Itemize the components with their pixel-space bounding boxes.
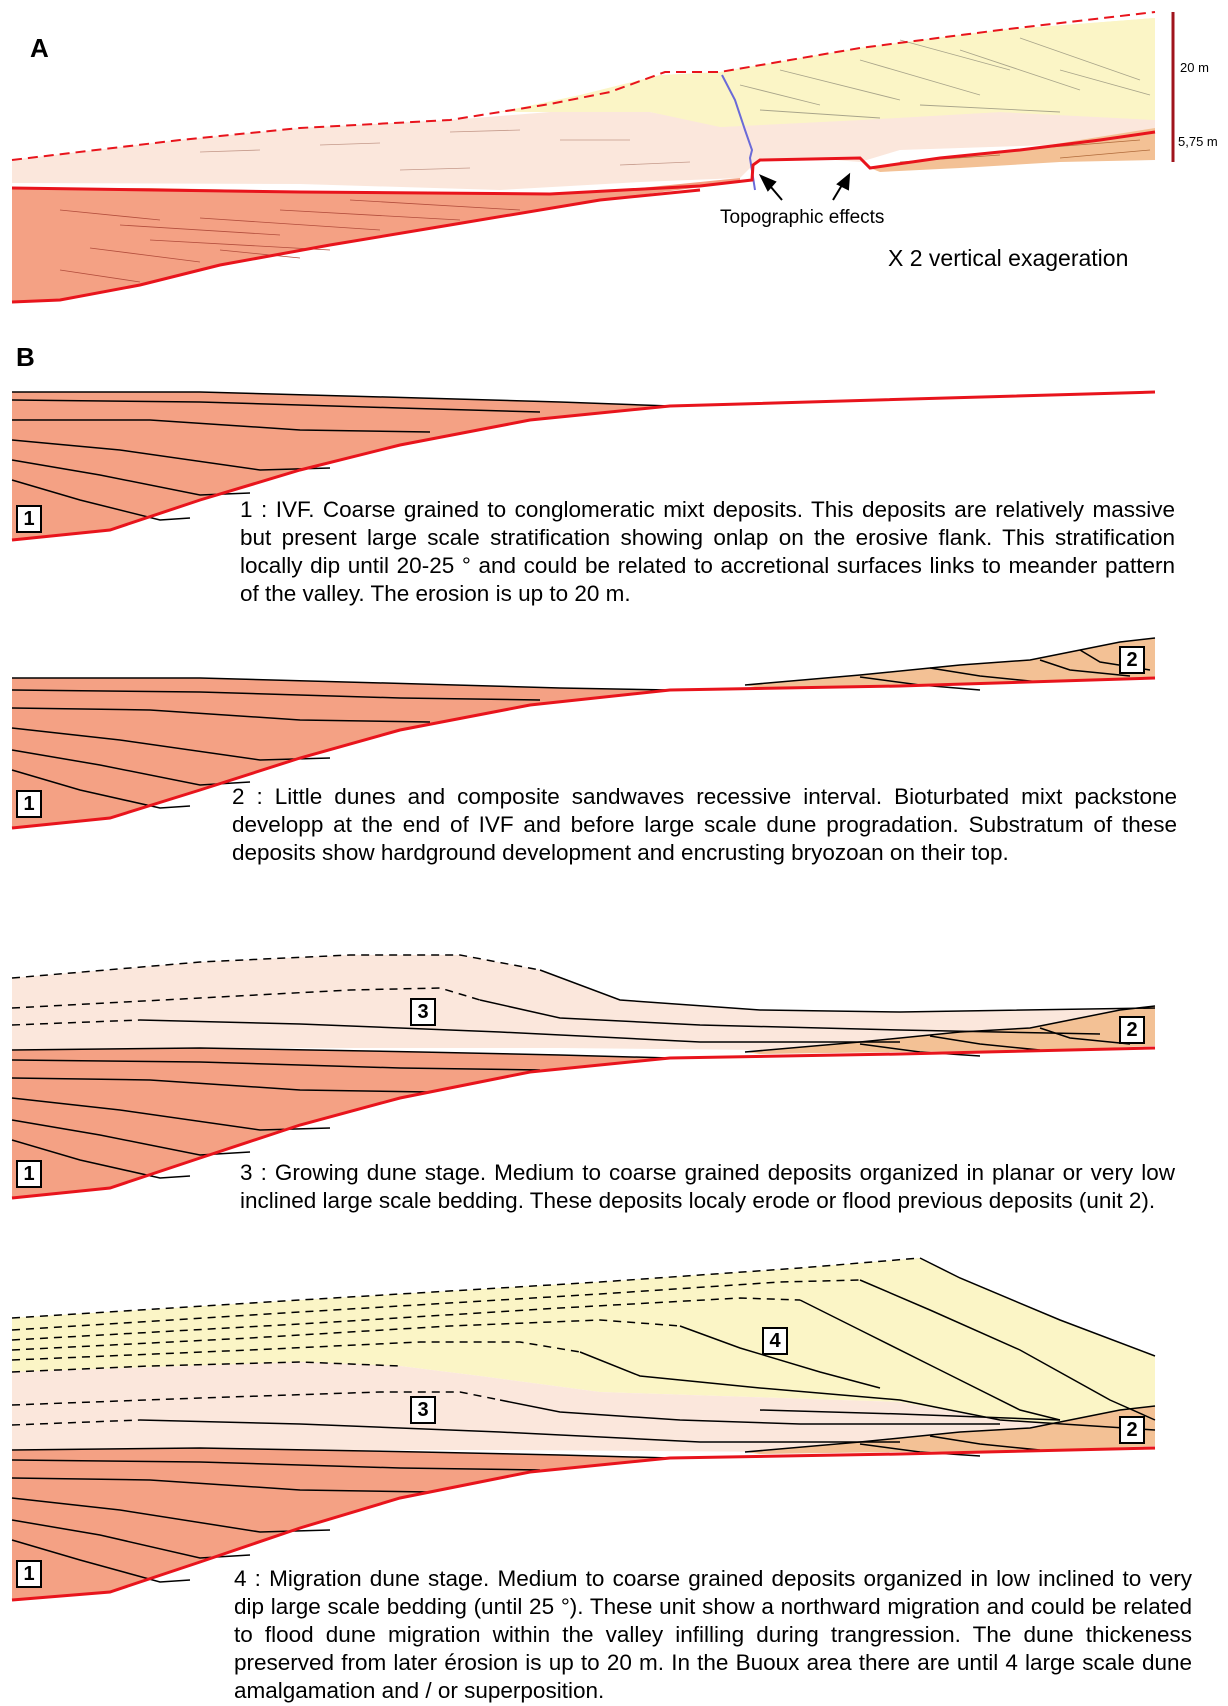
stage4-caption: 4 : Migration dune stage. Medium to coar… (234, 1565, 1192, 1705)
unit1-label-stage4: 1 (16, 1560, 42, 1588)
unit4-label-stage4: 4 (762, 1327, 788, 1355)
stage4-section (0, 0, 1228, 1620)
unit3-label-stage4: 3 (410, 1396, 436, 1424)
unit2-label-stage4: 2 (1119, 1416, 1145, 1444)
